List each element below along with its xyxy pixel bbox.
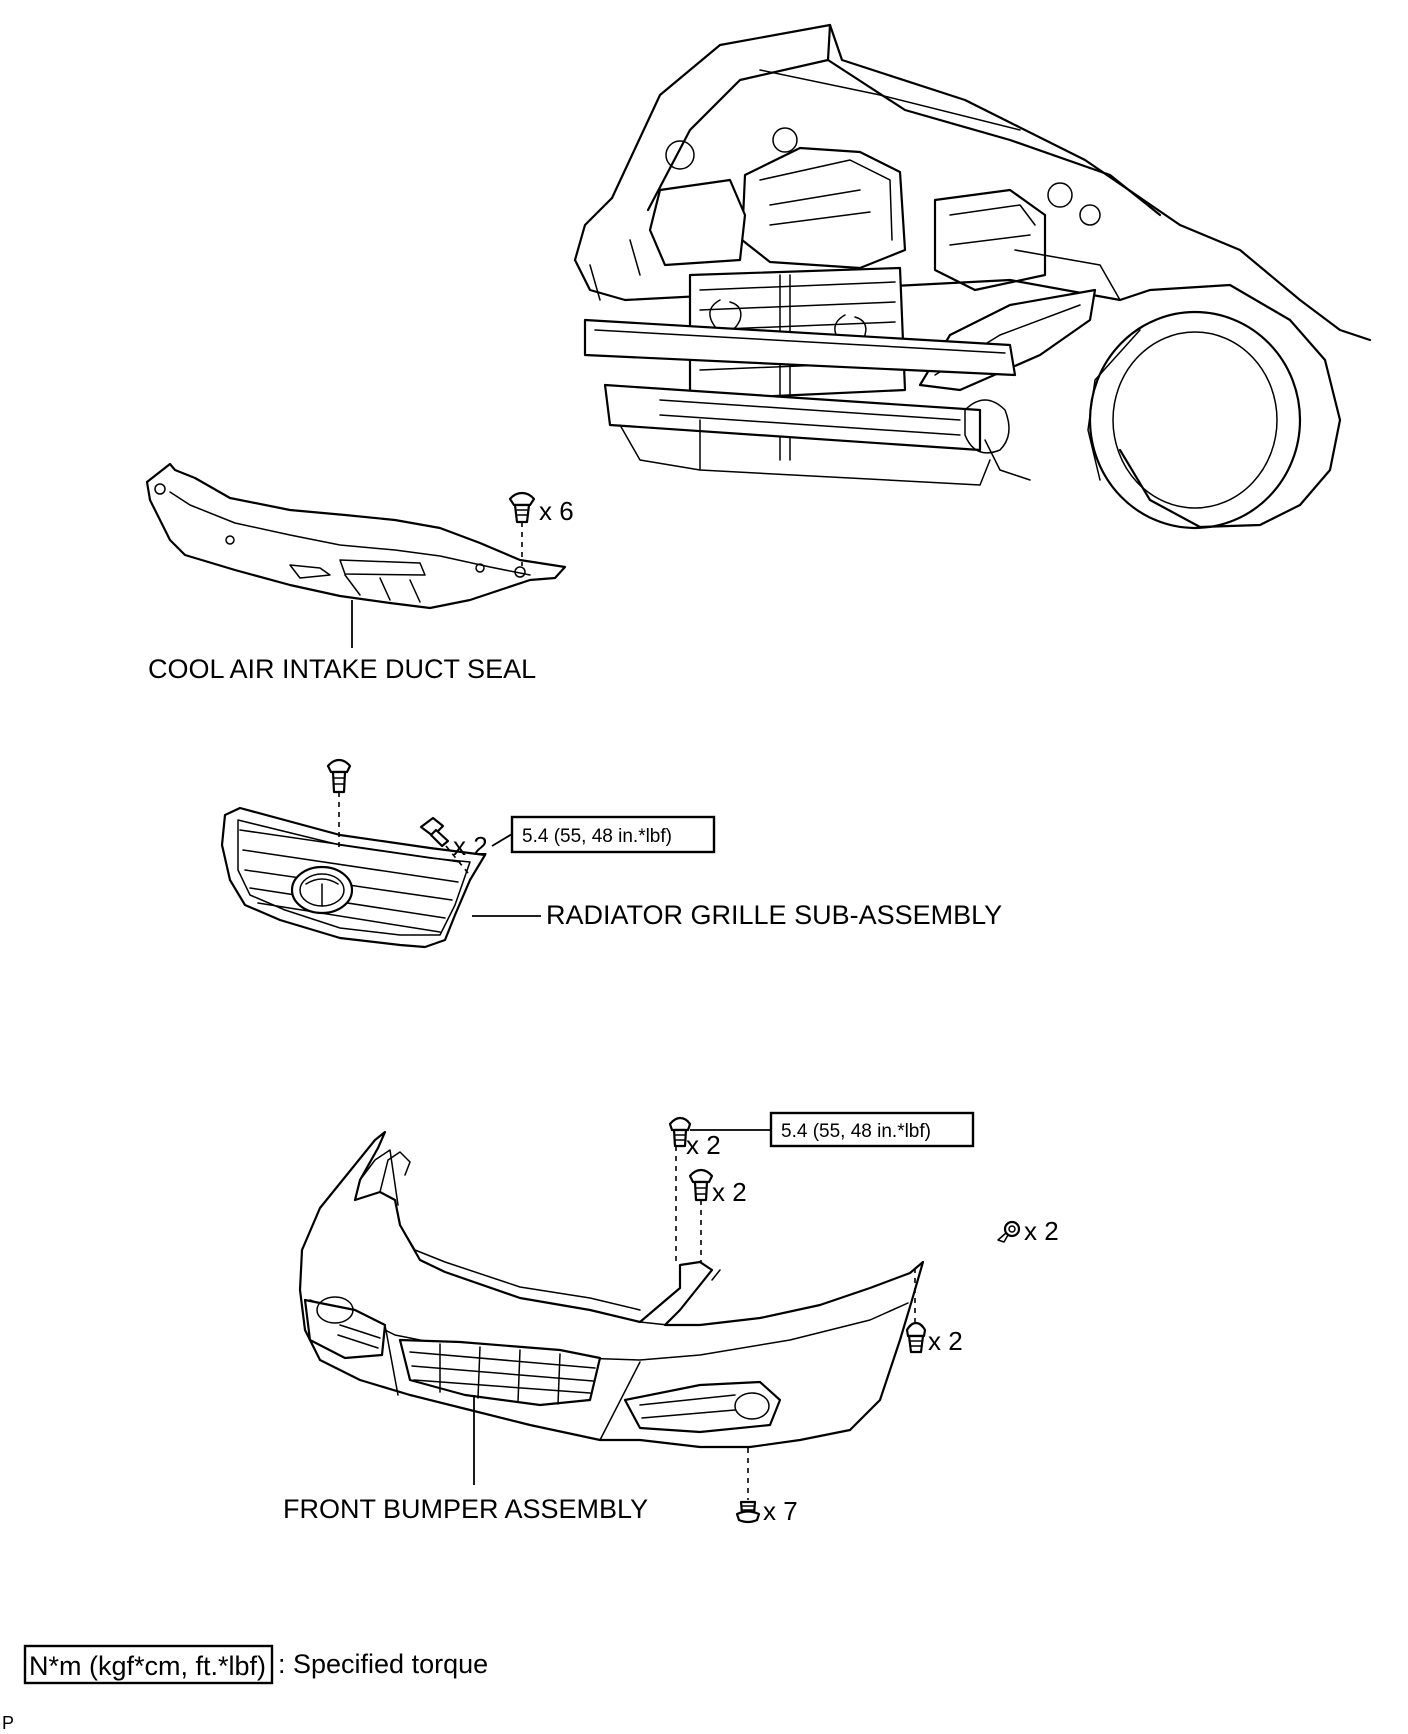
bumper-upper-clip-quantity: x 2 xyxy=(712,1177,747,1207)
bumper-top-screw-icon xyxy=(668,1116,692,1265)
grille-clip-icon xyxy=(326,758,352,848)
footer-code: P xyxy=(2,1713,14,1733)
seal-clip-quantity: x 6 xyxy=(539,496,574,526)
bumper-bottom-clip-icon xyxy=(735,1448,761,1524)
grille-torque-value: 5.4 (55, 48 in.*lbf) xyxy=(522,826,672,847)
front-bumper-label: FRONT BUMPER ASSEMBLY xyxy=(283,1494,648,1524)
bumper-torque-box: 5.4 (55, 48 in.*lbf) xyxy=(769,1111,975,1148)
bumper-pin-icon xyxy=(997,1220,1021,1243)
bumper-side-clip-quantity: x 2 xyxy=(928,1326,963,1356)
grille-screw-quantity: x 2 xyxy=(453,831,488,861)
bumper-upper-clip-icon xyxy=(688,1168,714,1262)
cool-air-intake-duct-seal-label: COOL AIR INTAKE DUCT SEAL xyxy=(148,654,536,684)
grille-screw-icon xyxy=(419,816,469,874)
seal-clip-icon xyxy=(508,491,536,566)
cool-air-intake-duct-seal-illustration xyxy=(145,462,567,648)
bumper-pin-quantity: x 2 xyxy=(1024,1216,1059,1246)
grille-torque-leader xyxy=(491,833,513,847)
bumper-torque-value: 5.4 (55, 48 in.*lbf) xyxy=(781,1121,931,1142)
bumper-top-screw-quantity: x 2 xyxy=(686,1130,721,1160)
radiator-grille-label: RADIATOR GRILLE SUB-ASSEMBLY xyxy=(546,900,1002,930)
front-bumper-illustration xyxy=(298,1130,925,1485)
torque-unit-box-label: N*m (kgf*cm, ft.*lbf) xyxy=(29,1651,266,1681)
torque-legend-description: : Specified torque xyxy=(278,1649,488,1679)
bumper-side-clip-icon xyxy=(905,1268,927,1354)
torque-legend: N*m (kgf*cm, ft.*lbf) : Specified torque xyxy=(23,1644,488,1685)
grille-torque-box: 5.4 (55, 48 in.*lbf) xyxy=(510,815,716,854)
vehicle-front-illustration xyxy=(573,23,1372,530)
radiator-grille-illustration xyxy=(220,806,487,949)
bumper-bottom-clip-quantity: x 7 xyxy=(763,1496,798,1526)
